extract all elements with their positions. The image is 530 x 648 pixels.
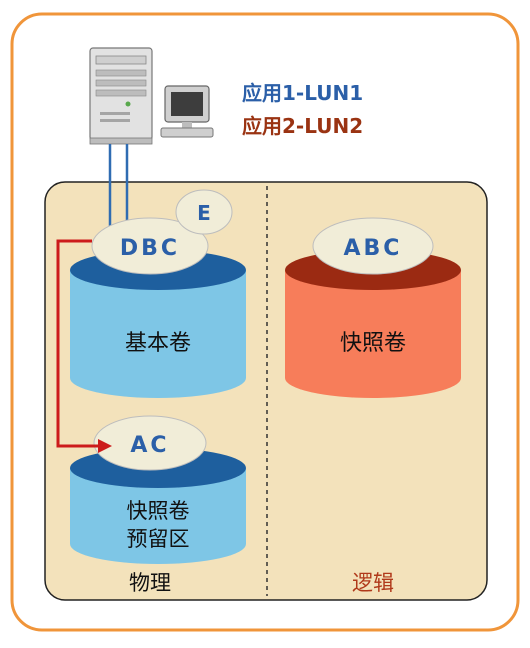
copy-arrow: [56, 239, 112, 453]
legend-app2: 应用2-LUN2: [242, 114, 363, 138]
reserve-volume-cap-label: AC: [130, 433, 169, 458]
snapshot-volume-cap-label: ABC: [344, 236, 403, 261]
reserve-volume-cap-ellipse: [93, 415, 207, 471]
base-volume-label: 基本卷: [125, 331, 191, 356]
snapshot-volume-cap-ellipse: [312, 217, 434, 275]
server-icon: [89, 47, 153, 145]
snapshot-volume-label: 快照卷: [340, 331, 406, 356]
base-volume-cap-label: DBC: [120, 236, 180, 261]
badge-e-ellipse: [175, 189, 233, 235]
physical-section-label: 物理: [129, 571, 171, 595]
logical-section-label: 逻辑: [352, 571, 394, 595]
reserve-volume-label-line2: 预留区: [127, 527, 190, 551]
badge-e-label: E: [197, 201, 211, 225]
computer-icon: [160, 85, 214, 138]
legend-app1: 应用1-LUN1: [242, 81, 363, 105]
reserve-volume-label-line1: 快照卷: [127, 499, 190, 523]
base-volume-cap-ellipse: [91, 217, 209, 275]
